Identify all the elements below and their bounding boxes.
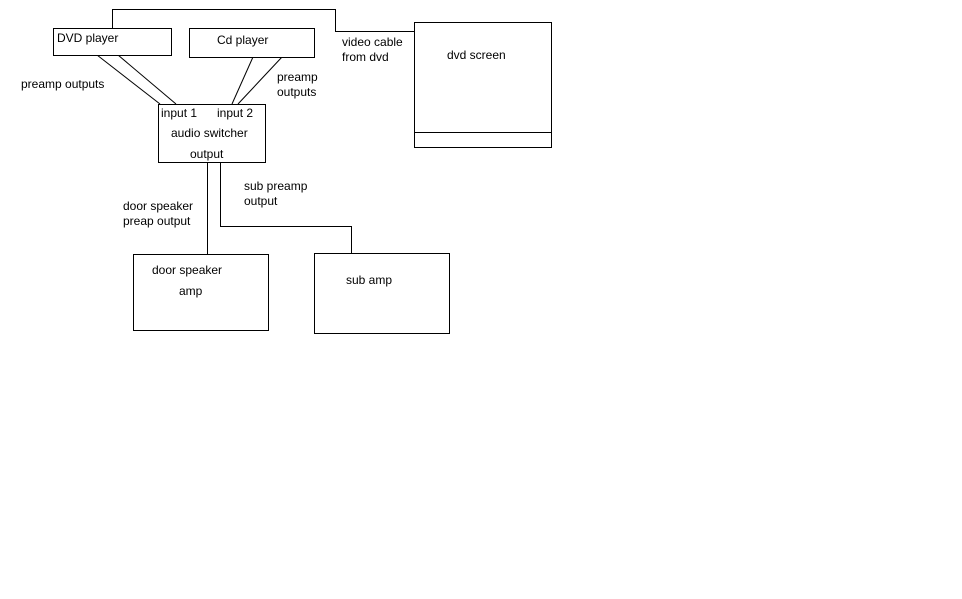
- sub-amp-box: sub amp: [314, 253, 450, 334]
- door-speaker-amp-label-2: amp: [179, 284, 203, 298]
- video-cable-label-1: video cable: [342, 35, 403, 49]
- door-speaker-preamp-label-2: preap output: [123, 214, 191, 228]
- input-1-label: input 1: [161, 106, 198, 120]
- door-speaker-amp-box: door speaker amp: [133, 254, 269, 331]
- dvd-player-label: DVD player: [57, 31, 119, 45]
- preamp-outputs-left-label: preamp outputs: [21, 77, 105, 91]
- audio-switcher-label: audio switcher: [171, 126, 248, 140]
- dvd-screen-box: dvd screen: [414, 22, 552, 148]
- dvd-preamp-wire-1: [96, 54, 161, 105]
- dvd-screen-bezel: [415, 132, 551, 133]
- cd-player-label: Cd player: [217, 33, 269, 47]
- cd-preamp-wire-2: [237, 56, 283, 105]
- video-cable-wire: [112, 9, 415, 32]
- preamp-outputs-right-label-1: preamp: [277, 70, 318, 84]
- cd-player-box: Cd player: [189, 28, 315, 58]
- door-speaker-preamp-label-1: door speaker: [123, 199, 194, 213]
- dvd-screen-label: dvd screen: [447, 48, 506, 62]
- cd-preamp-wire-1: [231, 56, 254, 105]
- input-2-label: input 2: [217, 106, 254, 120]
- dvd-player-box: DVD player: [53, 28, 172, 56]
- sub-preamp-label-1: sub preamp: [244, 179, 308, 193]
- preamp-outputs-right-label-2: outputs: [277, 85, 317, 99]
- sub-preamp-label-2: output: [244, 194, 278, 208]
- sub-amp-wire: [220, 162, 352, 254]
- sub-amp-label: sub amp: [346, 273, 393, 287]
- switcher-output-label: output: [190, 147, 224, 161]
- door-speaker-amp-label-1: door speaker: [152, 263, 223, 277]
- audio-switcher-box: input 1 input 2 audio switcher output: [158, 104, 266, 163]
- video-cable-label-2: from dvd: [342, 50, 389, 64]
- dvd-preamp-wire-2: [117, 54, 177, 105]
